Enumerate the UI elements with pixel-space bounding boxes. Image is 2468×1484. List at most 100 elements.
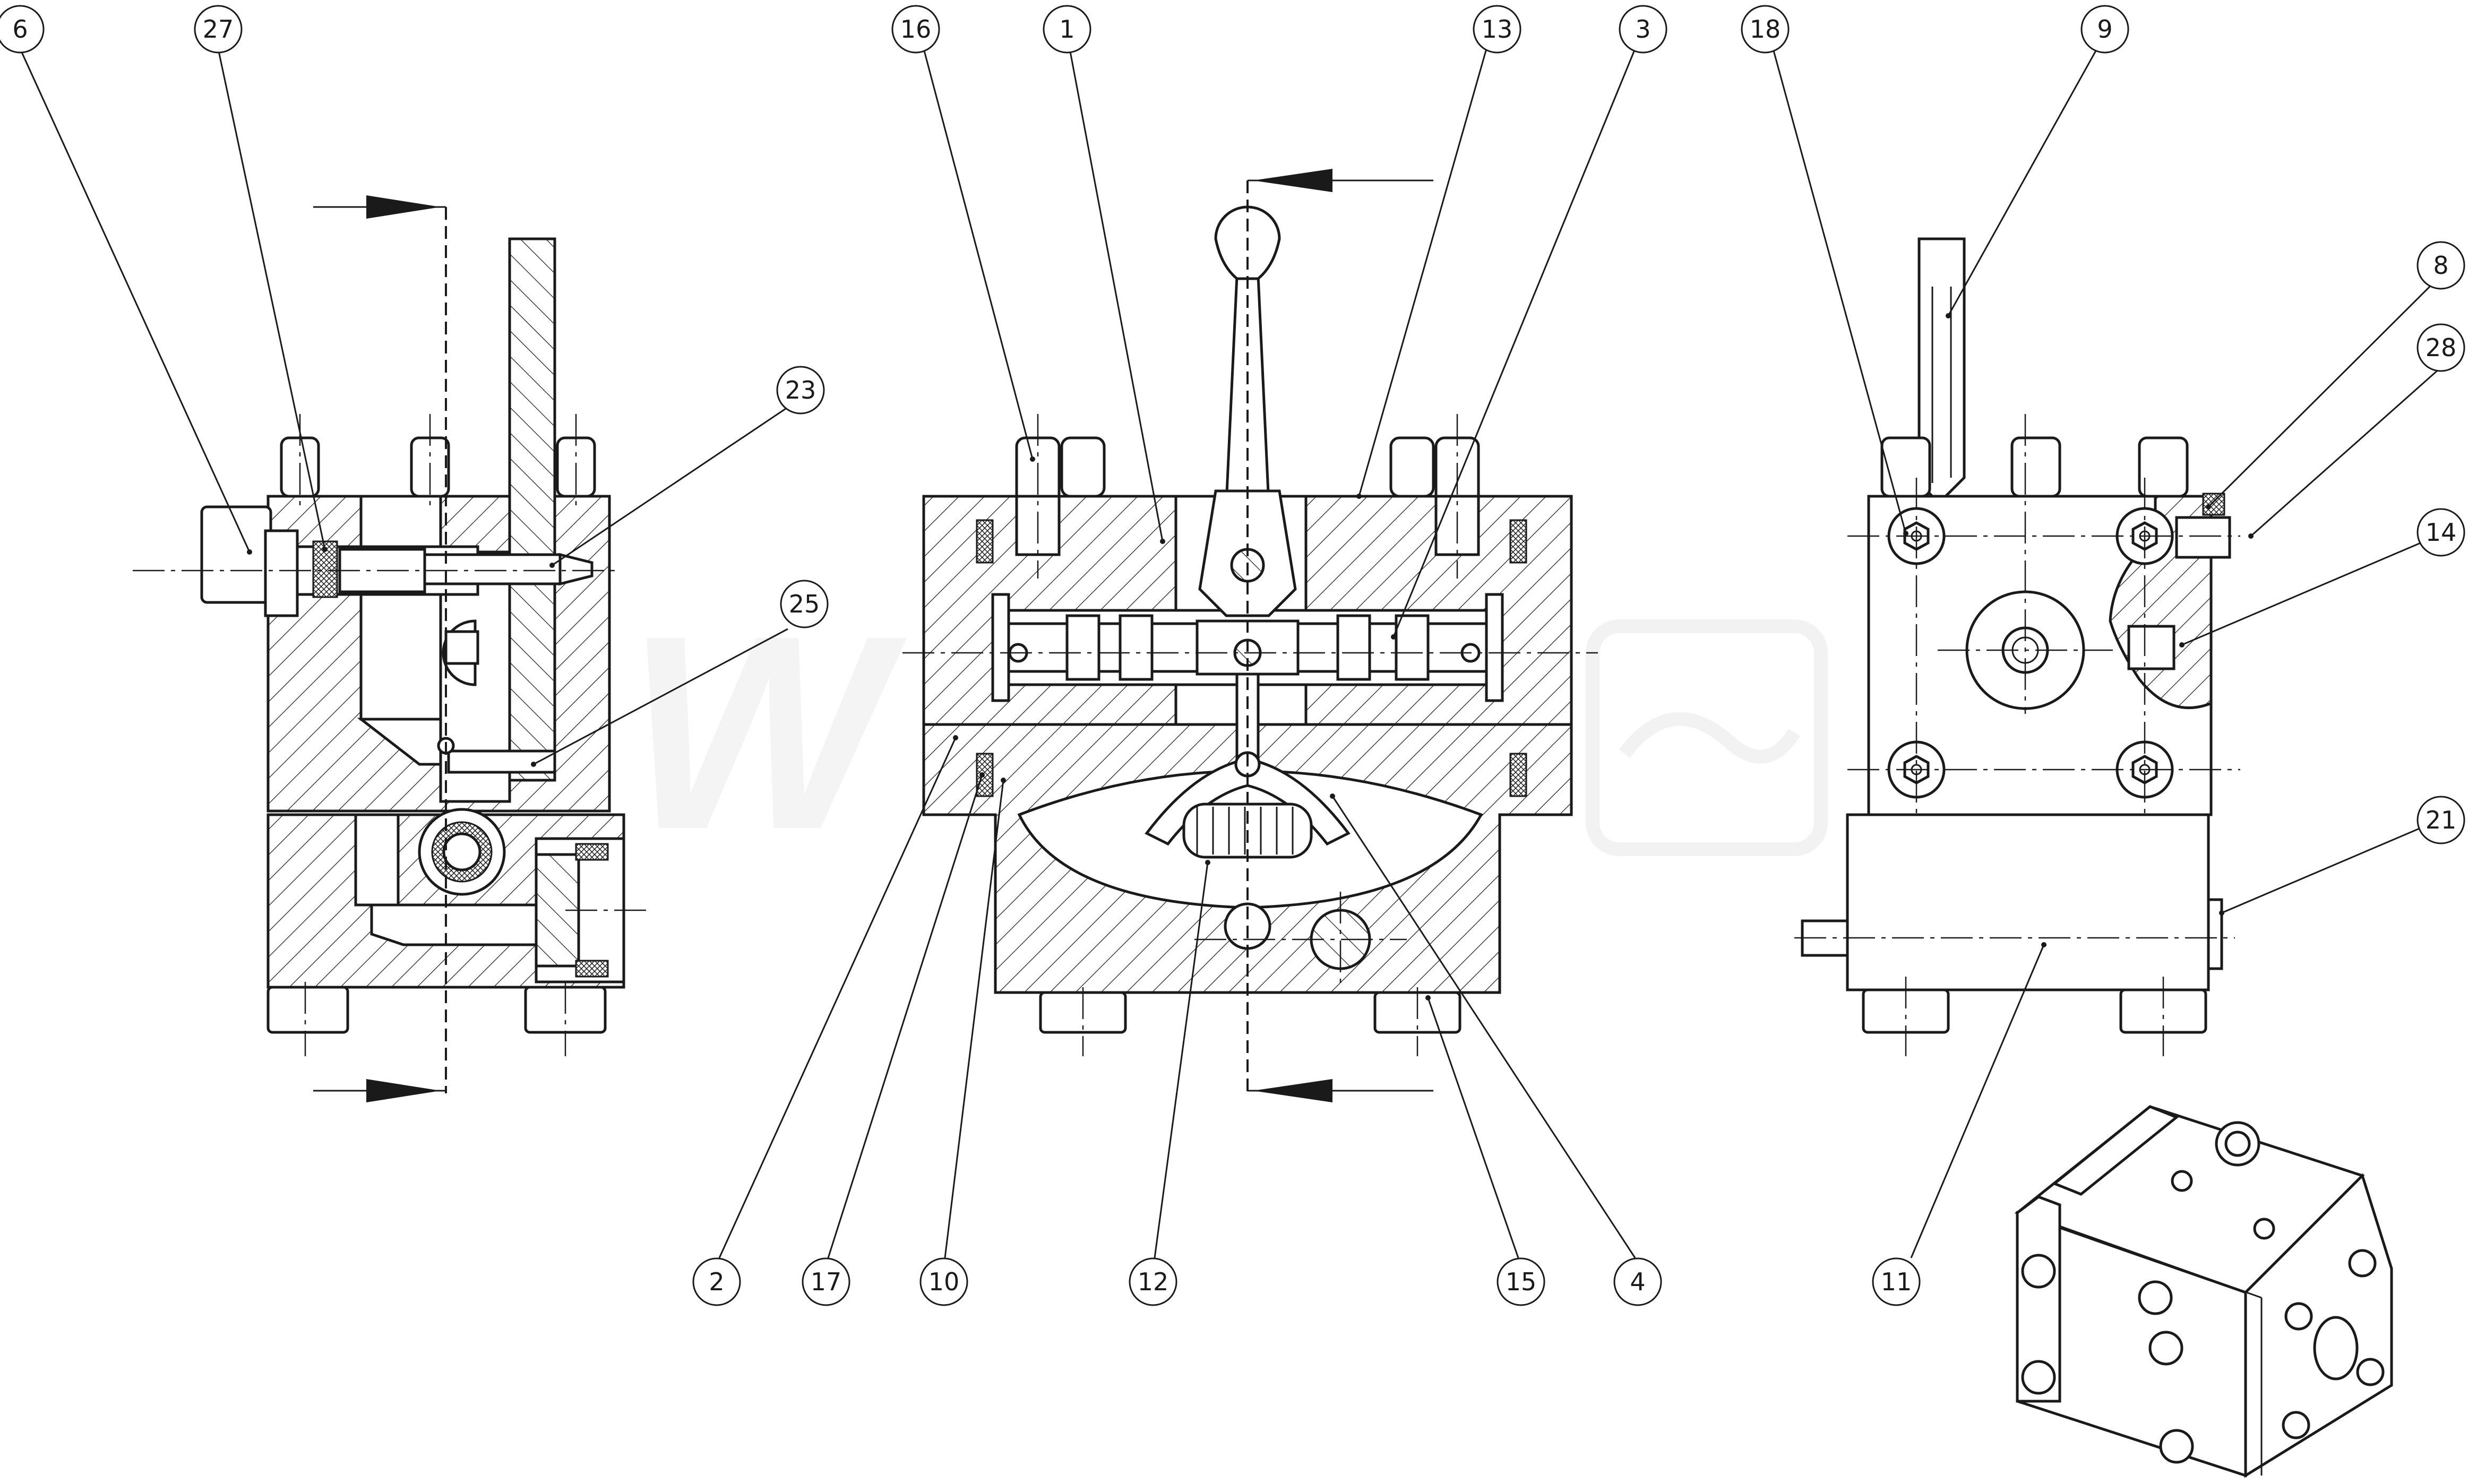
plug-seal [575,960,609,978]
balloon-label: 4 [1630,1267,1645,1296]
iso-hole [2253,1218,2275,1240]
lower-block [1846,813,2210,991]
balloon-label: 8 [2433,251,2448,280]
spool-land [1065,614,1100,681]
balloon-label: 14 [2426,518,2457,547]
balloon-label: 15 [1506,1267,1537,1296]
iso-hole [2171,1170,2193,1192]
iso-bolt [2348,1249,2377,1278]
spool-land [1395,614,1430,681]
balloon-1: 1 [1043,5,1091,54]
section-arrow-icon [1253,169,1332,192]
iso-bolt [2021,1360,2056,1395]
watermark: W [626,579,907,887]
iso-side [2244,1173,2393,1478]
balloon-9: 9 [2080,5,2129,54]
middle-section-view [902,169,1598,1102]
section-arrow-icon [366,195,441,219]
balloon-label: 21 [2426,806,2457,834]
balloon-10: 10 [919,1257,968,1306]
balloon-21: 21 [2417,796,2465,844]
seal [1509,753,1527,797]
balloon-label: 13 [1482,15,1513,44]
iso-bolt [2021,1254,2056,1289]
balloon-label: 6 [12,15,28,44]
leader-lines [19,48,2440,1258]
plug-14 [2127,625,2175,670]
lever-plate [508,237,556,782]
left-section-view [133,195,650,1102]
spring-coils [1196,807,1294,855]
iso-bolt [2356,1358,2385,1386]
section-arrow-icon [366,1079,441,1102]
balloon-label: 28 [2426,333,2457,362]
balloon-11: 11 [1872,1257,1921,1306]
balloon-label: 12 [1138,1267,1169,1296]
balloon-12: 12 [1129,1257,1177,1306]
iso-back-block [2052,1105,2179,1196]
balloon-16: 16 [891,5,940,54]
iso-lower-block [2016,1195,2061,1403]
plug-8 [2175,516,2231,559]
bolt-tip [558,553,594,586]
balloon-label: 2 [709,1267,724,1296]
balloon-8: 8 [2417,241,2465,290]
balloon-23: 23 [776,366,825,415]
iso-bolt [2282,1411,2310,1439]
balloon-18: 18 [1741,5,1790,54]
balloon-label: 10 [928,1267,960,1296]
balloon-25: 25 [780,580,829,628]
foot [266,986,349,1034]
end-cap [1485,593,1504,702]
balloon-label: 18 [1750,15,1781,44]
stud [2010,436,2061,498]
channel [370,903,543,946]
balloon-17: 17 [802,1257,850,1306]
iso-bolt [2148,1331,2183,1366]
cavity [359,495,442,721]
balloon-15: 15 [1497,1257,1545,1306]
balloon-label: 16 [900,15,932,44]
iso-boss [2313,1316,2359,1381]
seal-28 [2202,493,2225,516]
stud [1880,436,1931,498]
balloon-14: 14 [2417,508,2465,557]
isometric-view [2014,1105,2393,1478]
balloon-28: 28 [2417,323,2465,372]
balloon-label: 11 [1881,1267,1912,1296]
iso-fitting [2224,1131,2251,1157]
balloon-3: 3 [1619,5,1667,54]
seal [976,519,994,564]
balloon-label: 23 [785,376,816,404]
balloon-label: 3 [1635,15,1650,44]
stud [1389,436,1435,498]
balloon-label: 9 [2097,15,2112,44]
balloon-13: 13 [1473,5,1521,54]
stud [2138,436,2189,498]
channel [354,813,400,907]
balloon-label: 25 [789,590,820,618]
plug-seal [575,843,609,861]
port-inner [442,832,481,872]
right-side-view [1794,237,2240,1056]
iso-bolt [2138,1280,2173,1315]
knob-flange [264,529,299,617]
iso-bolt [2159,1429,2194,1464]
side-plug-21 [2207,898,2223,970]
watermark-logo [1586,619,1828,856]
balloon-2: 2 [692,1257,741,1306]
balloon-label: 17 [811,1267,842,1296]
stud [1060,436,1106,498]
balloon-4: 4 [1613,1257,1662,1306]
end-cap [991,593,1010,702]
balloon-label: 27 [203,15,234,44]
spool-land [1336,614,1371,681]
balloon-6: 6 [0,5,45,54]
spool-land [1119,614,1154,681]
balloon-27: 27 [194,5,243,54]
section-arrow-icon [1253,1079,1332,1102]
balloon-label: 1 [1059,15,1074,44]
detent-pin [444,630,479,665]
seal [1509,519,1527,564]
